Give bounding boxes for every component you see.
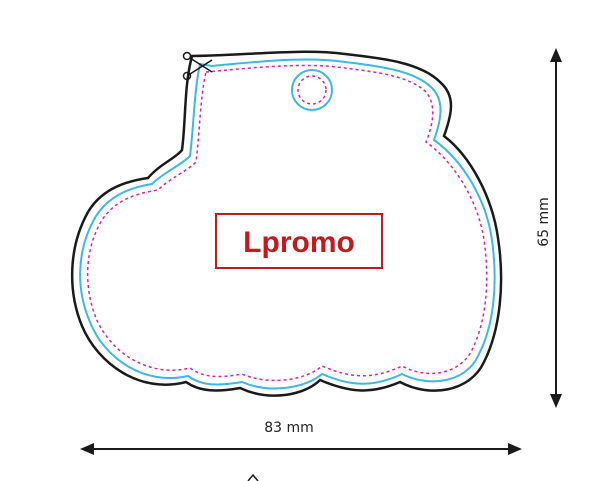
bleed-dashed-outline [86, 64, 488, 382]
hole-icon [291, 69, 333, 111]
height-dimension-label: 65 mm [536, 197, 552, 247]
bottom-crop-mark [247, 473, 259, 481]
scissors-icon [182, 51, 213, 81]
height-dimension-arrow [550, 48, 562, 408]
logo-text: Lpromo [243, 226, 355, 259]
width-dimension-arrow [80, 443, 522, 455]
logo: Lpromo [215, 213, 383, 269]
safe-zone-outline [79, 58, 496, 390]
width-dimension-label: 83 mm [264, 420, 314, 436]
